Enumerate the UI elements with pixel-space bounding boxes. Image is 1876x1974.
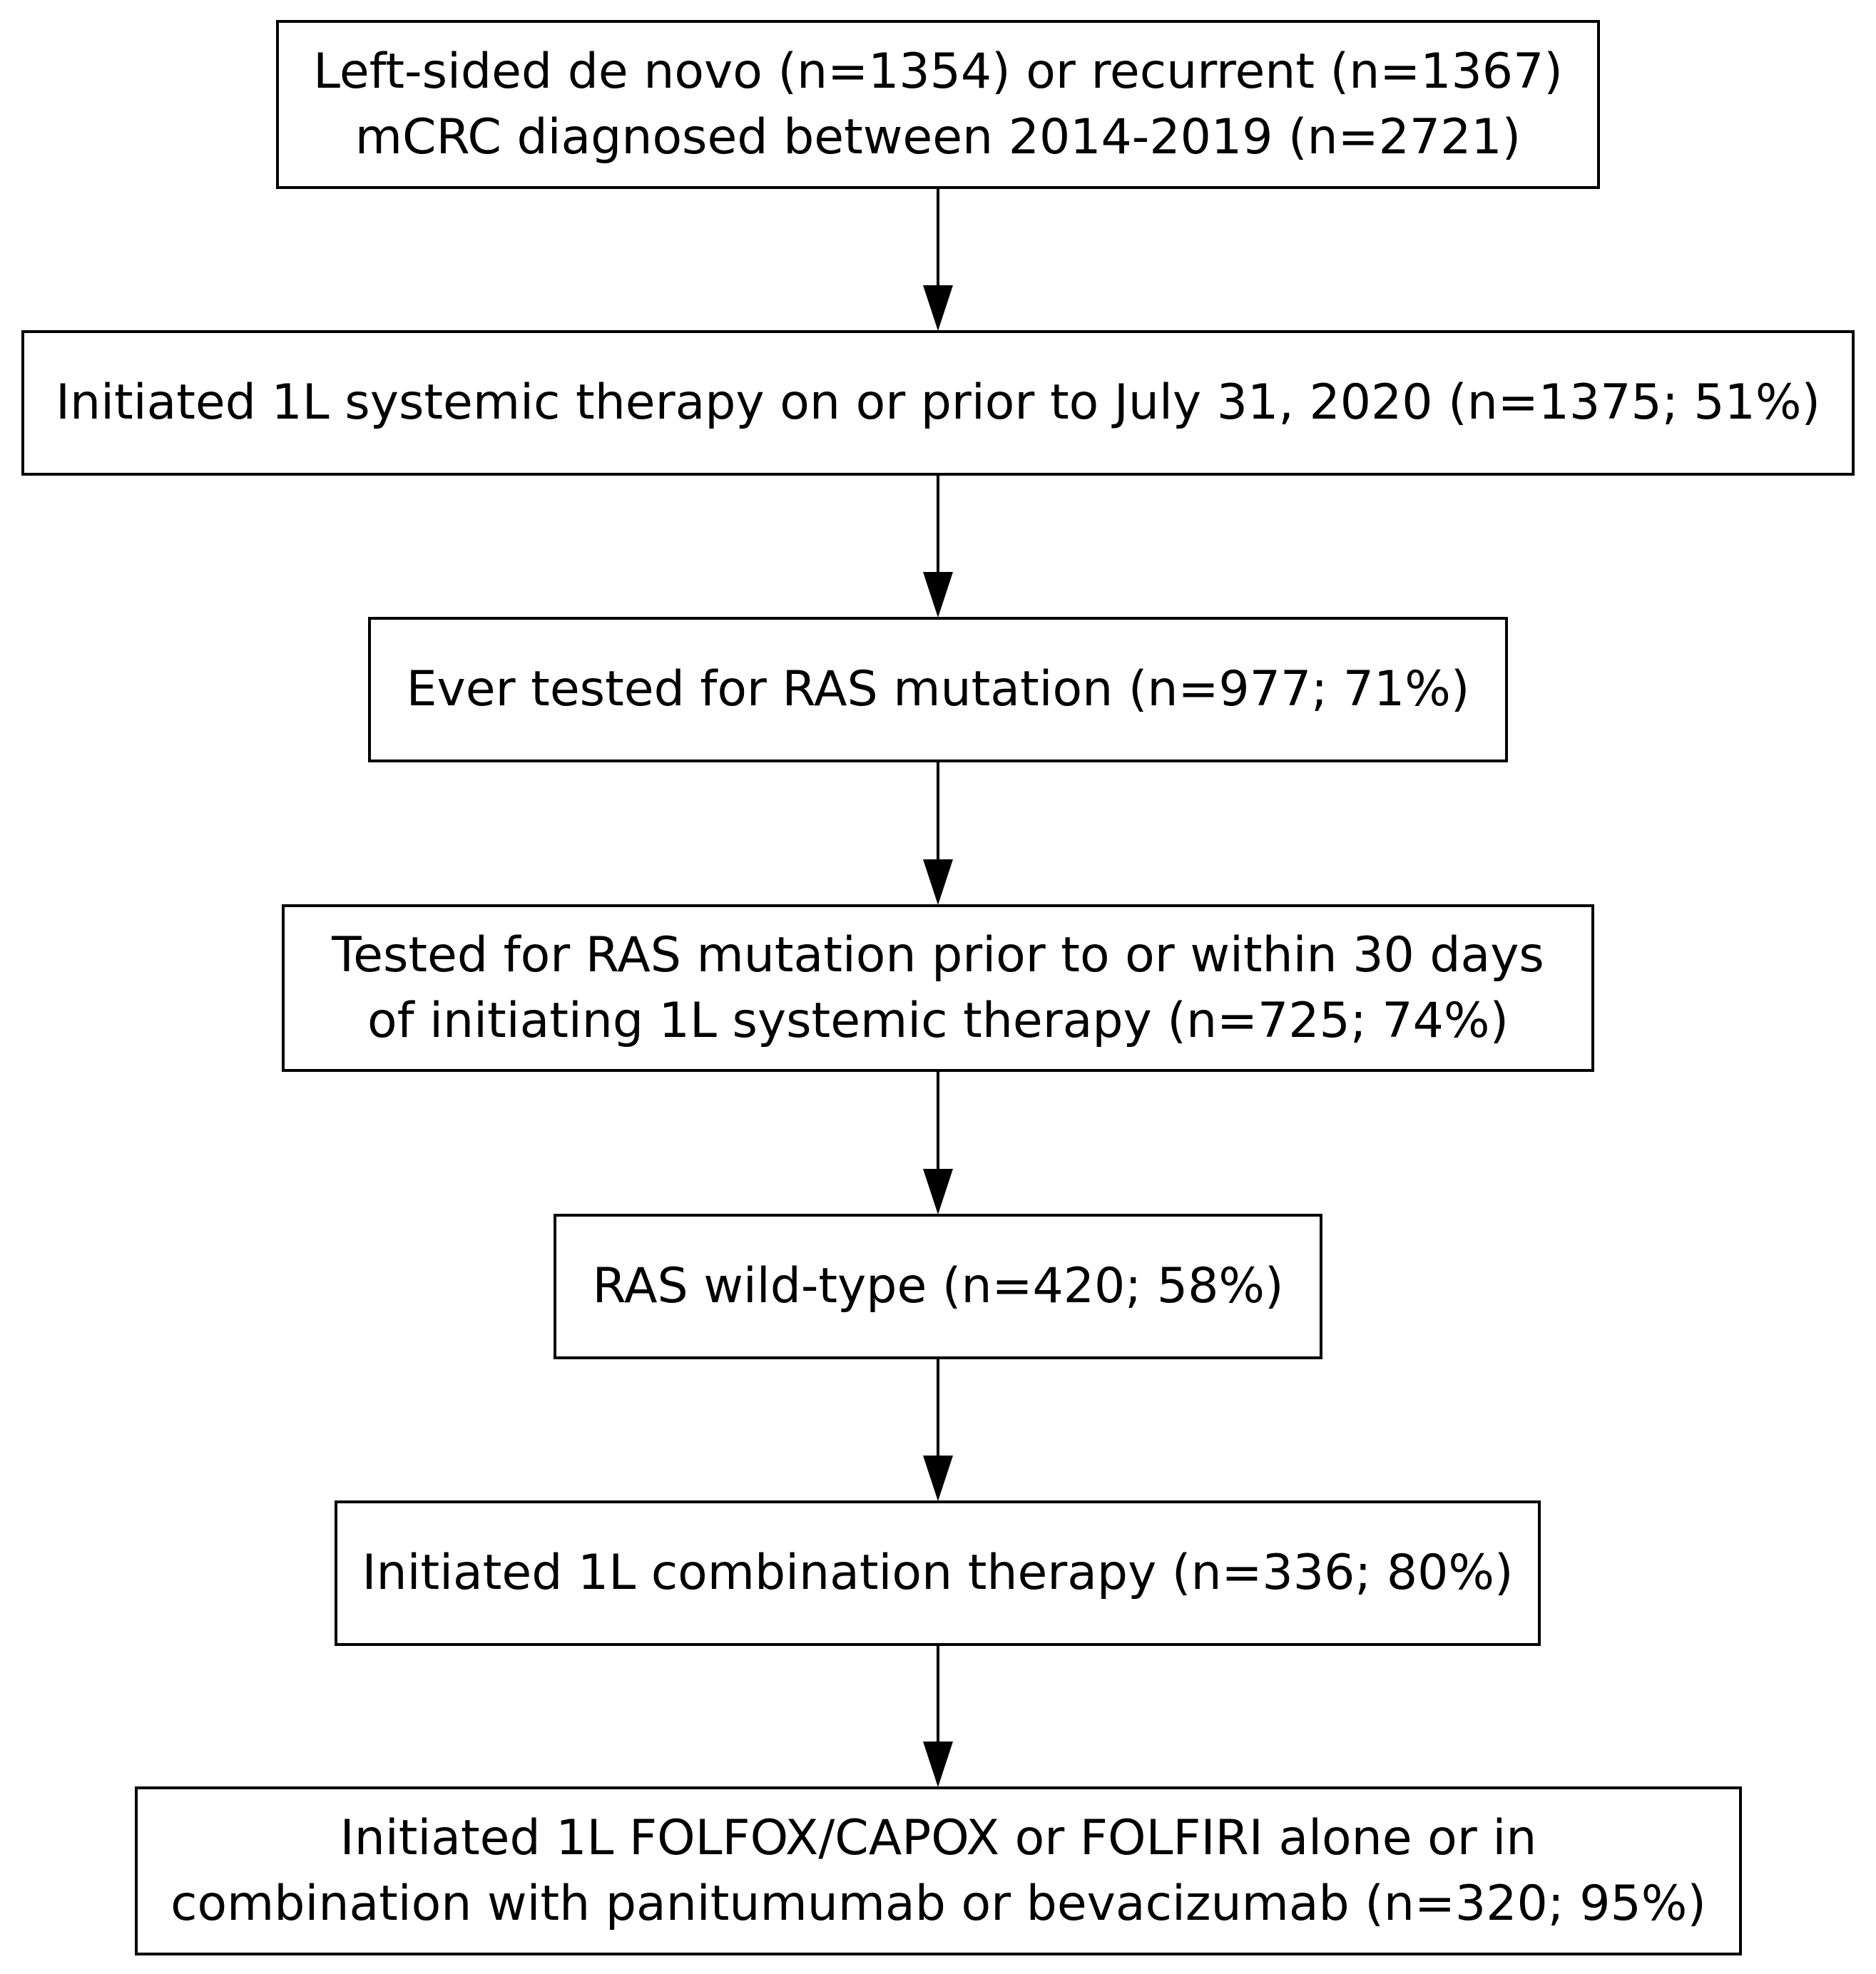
step-5-line-1: RAS wild-type (n=420; 58%) xyxy=(592,1258,1284,1314)
arrow-2-shaft xyxy=(937,476,939,576)
arrow-3-shaft xyxy=(937,762,939,862)
step-5-box: RAS wild-type (n=420; 58%) xyxy=(554,1214,1322,1359)
arrow-1-head xyxy=(923,285,953,331)
step-4-box: Tested for RAS mutation prior to or with… xyxy=(282,904,1594,1072)
step-7-box: Initiated 1L FOLFOX/CAPOX or FOLFIRI alo… xyxy=(135,1786,1742,1955)
arrow-6-head xyxy=(923,1742,953,1787)
arrow-2-head xyxy=(923,572,953,618)
step-2-box: Initiated 1L systemic therapy on or prio… xyxy=(21,330,1855,476)
step-1-box: Left-sided de novo (n=1354) or recurrent… xyxy=(276,20,1600,189)
step-7-line-2: combination with panitumumab or bevacizu… xyxy=(170,1875,1706,1932)
arrow-4-shaft xyxy=(937,1072,939,1173)
arrow-5-shaft xyxy=(937,1359,939,1459)
step-6-box: Initiated 1L combination therapy (n=336;… xyxy=(335,1500,1541,1646)
arrow-1-shaft xyxy=(937,189,939,289)
step-4-line-2: of initiating 1L systemic therapy (n=725… xyxy=(367,992,1509,1049)
arrow-4-head xyxy=(923,1169,953,1214)
step-3-box: Ever tested for RAS mutation (n=977; 71%… xyxy=(368,617,1508,762)
step-3-line-1: Ever tested for RAS mutation (n=977; 71%… xyxy=(406,661,1470,717)
step-4-line-1: Tested for RAS mutation prior to or with… xyxy=(332,926,1544,983)
arrow-5-head xyxy=(923,1456,953,1501)
step-1-line-1: Left-sided de novo (n=1354) or recurrent… xyxy=(313,43,1563,100)
step-1-line-2: mCRC diagnosed between 2014-2019 (n=2721… xyxy=(355,108,1521,165)
step-7-line-1: Initiated 1L FOLFOX/CAPOX or FOLFIRI alo… xyxy=(340,1809,1537,1866)
arrow-3-head xyxy=(923,859,953,905)
arrow-6-shaft xyxy=(937,1646,939,1746)
step-6-line-1: Initiated 1L combination therapy (n=336;… xyxy=(362,1545,1514,1601)
step-2-line-1: Initiated 1L systemic therapy on or prio… xyxy=(55,374,1821,431)
